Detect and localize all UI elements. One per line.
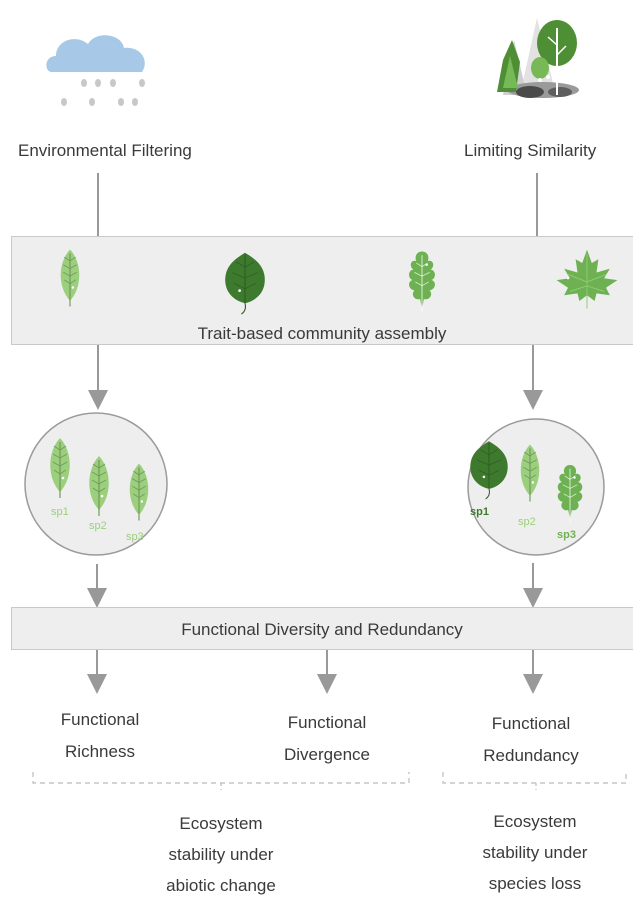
environmental-filtering-label: Environmental Filtering bbox=[18, 141, 192, 161]
left-sp2-label: sp2 bbox=[89, 520, 107, 532]
functional-redundancy-label: Functional Redundancy bbox=[461, 708, 601, 772]
assembly-label: Trait-based community assembly bbox=[198, 324, 447, 343]
right-sp1-label: sp1 bbox=[470, 506, 489, 518]
functional-divergence-label: Functional Divergence bbox=[257, 707, 397, 771]
left-sp1-label: sp1 bbox=[51, 506, 69, 518]
bracket-redundancy bbox=[443, 772, 626, 783]
rain-cloud-icon bbox=[46, 35, 145, 106]
right-sp2-label: sp2 bbox=[518, 516, 536, 528]
left-sp3-label: sp3 bbox=[126, 531, 144, 543]
forest-icon bbox=[497, 18, 579, 98]
outcome-species-loss: Ecosystem stability under species loss bbox=[455, 806, 615, 899]
right-sp3-label: sp3 bbox=[557, 529, 576, 541]
bracket-richness-divergence bbox=[33, 772, 409, 783]
limiting-similarity-label: Limiting Similarity bbox=[464, 141, 596, 161]
functional-richness-label: Functional Richness bbox=[30, 704, 170, 768]
diversity-label: Functional Diversity and Redundancy bbox=[181, 620, 463, 639]
outcome-abiotic-change: Ecosystem stability under abiotic change bbox=[141, 808, 301, 901]
